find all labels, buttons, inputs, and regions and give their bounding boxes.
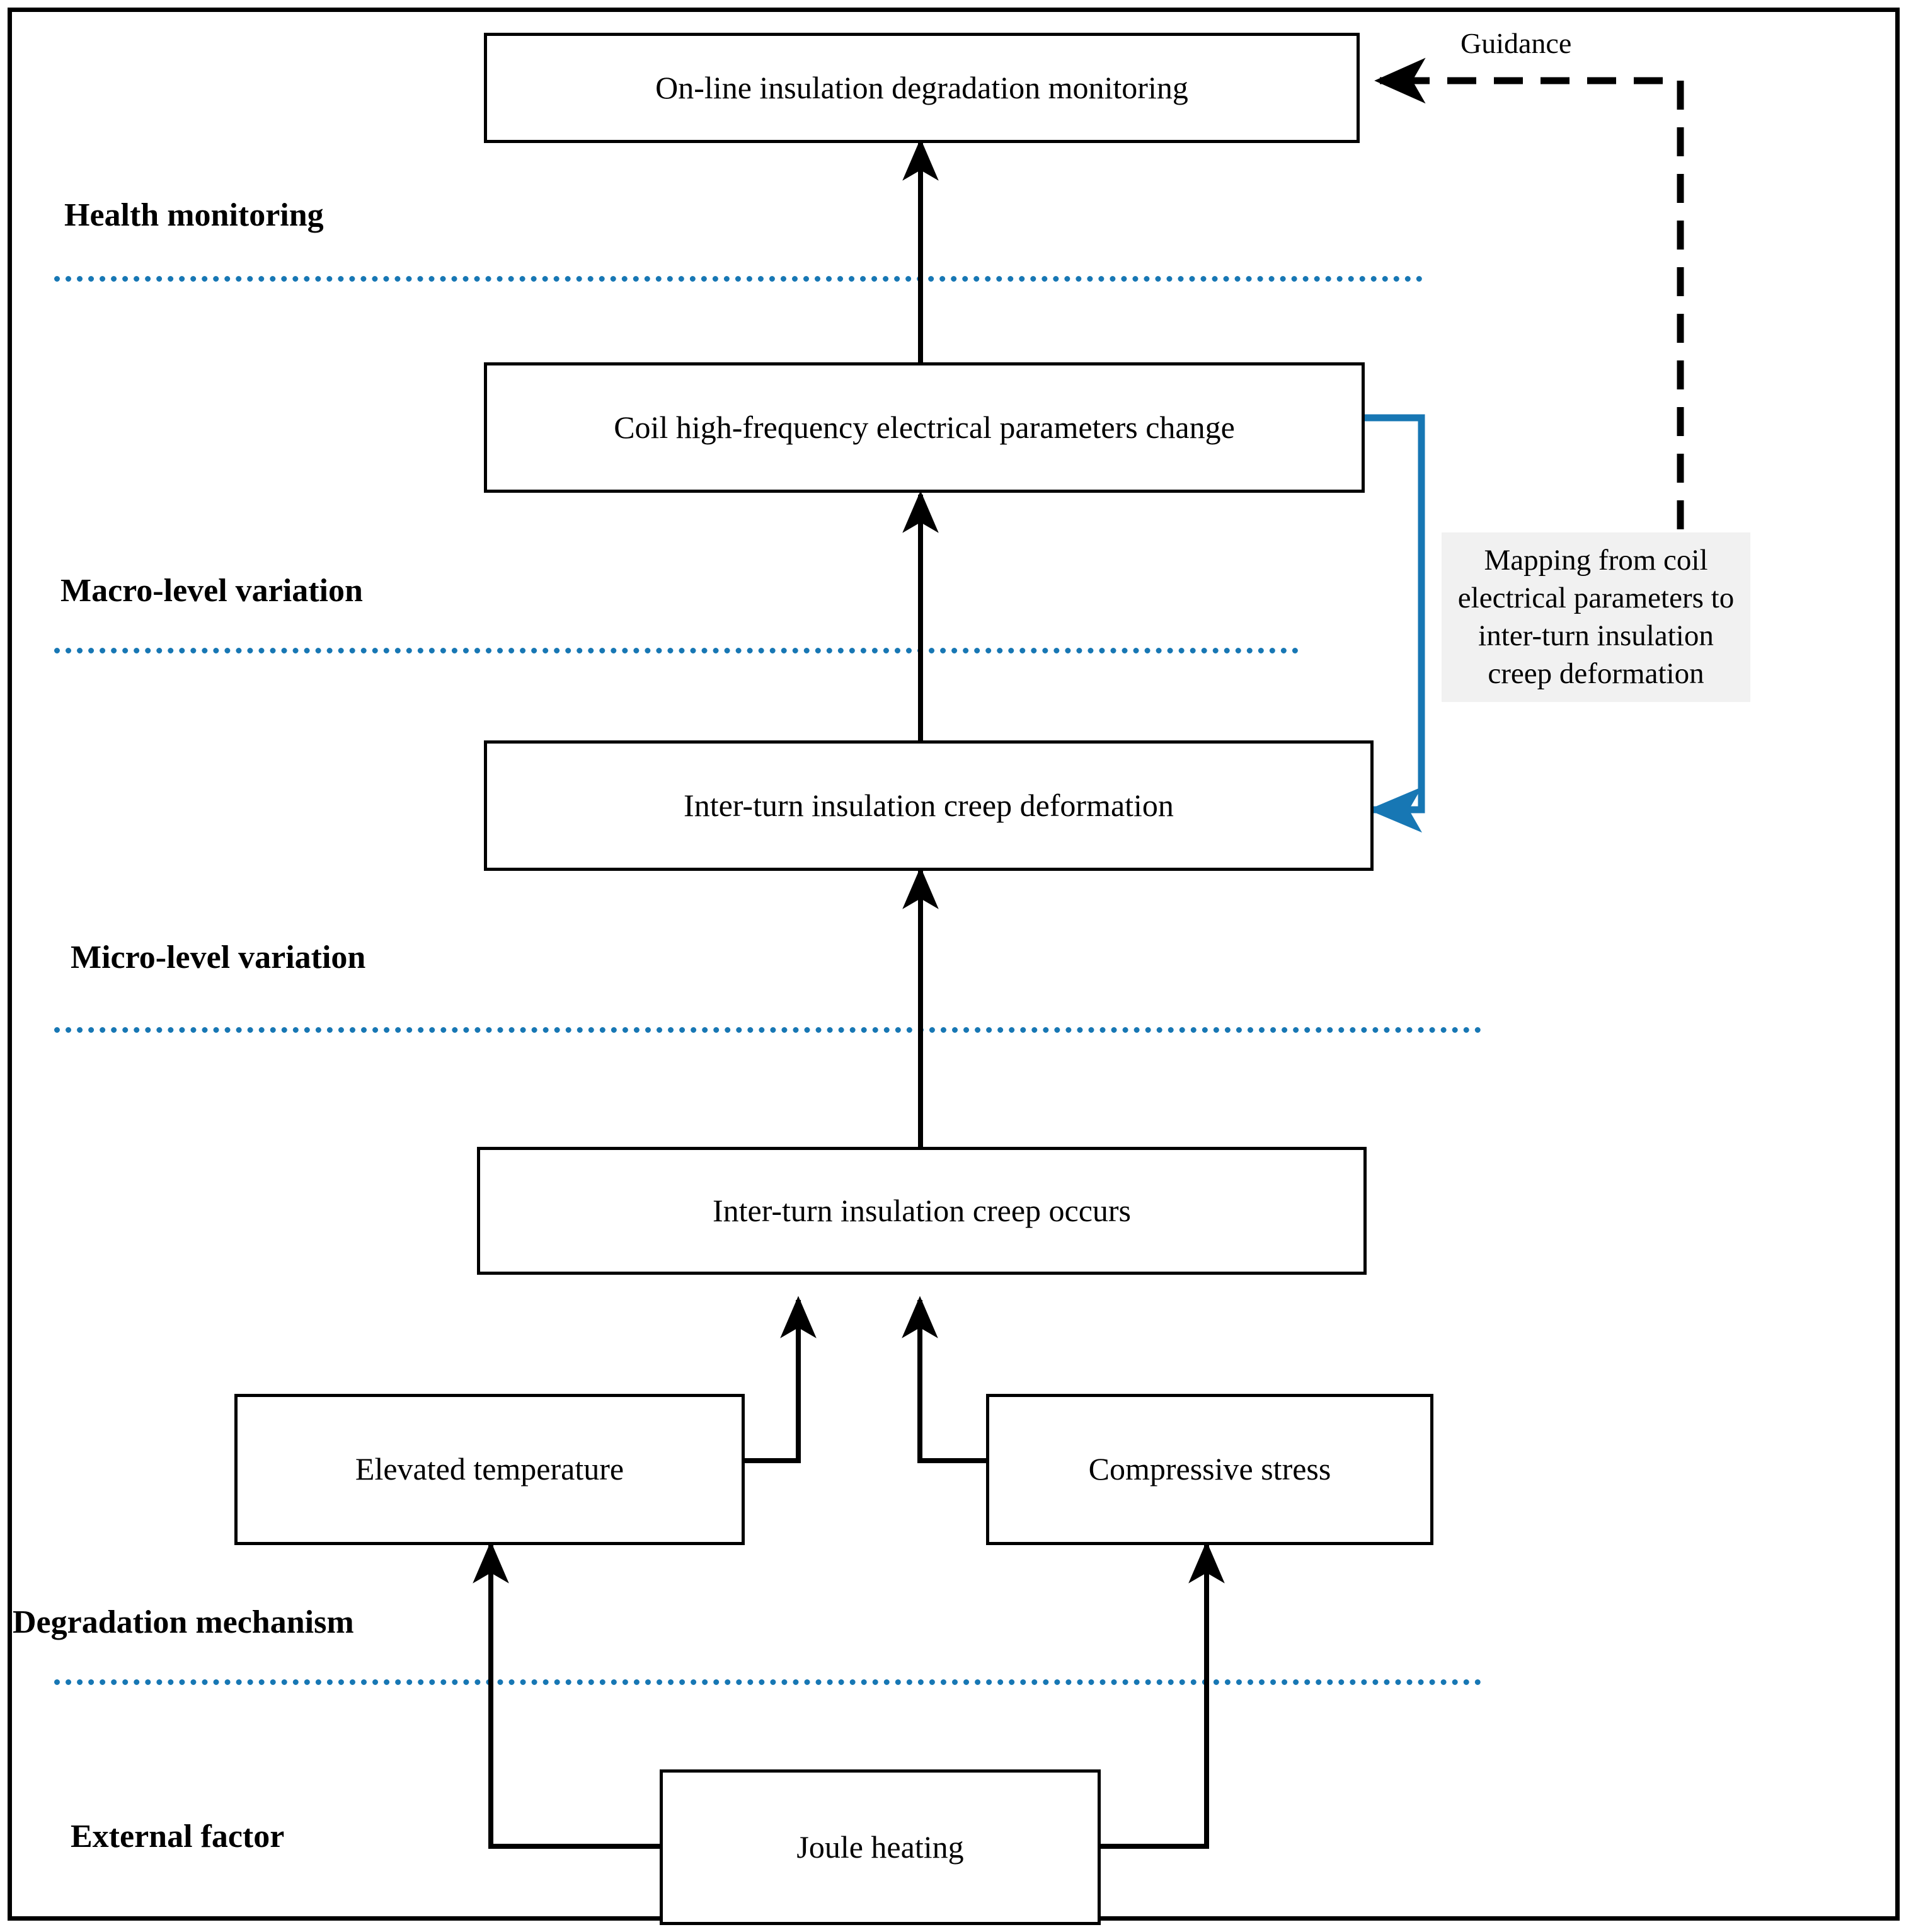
box-label: On-line insulation degradation monitorin… <box>655 69 1188 105</box>
divider-degradation-mechanism <box>54 1679 1481 1685</box>
mapping-note-line-2: electrical parameters to <box>1457 582 1735 615</box>
box-label: Elevated temperature <box>355 1451 624 1487</box>
stage-label-external-factor: External factor <box>71 1819 285 1854</box>
box-label: Coil high-frequency electrical parameter… <box>614 409 1235 445</box>
stage-label-health-monitoring: Health monitoring <box>64 197 324 233</box>
box-inter-turn-insulation-creep-deformation[interactable]: Inter-turn insulation creep deformation <box>484 740 1374 871</box>
guidance-label: Guidance <box>1461 27 1572 59</box>
box-online-insulation-degradation-monitoring[interactable]: On-line insulation degradation monitorin… <box>484 33 1360 143</box>
box-compressive-stress[interactable]: Compressive stress <box>986 1394 1433 1545</box>
box-coil-high-frequency-electrical-parameters-change[interactable]: Coil high-frequency electrical parameter… <box>484 362 1365 493</box>
divider-macro-level <box>54 648 1299 653</box>
stage-label-micro-level-variation: Micro-level variation <box>71 940 366 975</box>
box-label: Compressive stress <box>1088 1451 1331 1487</box>
box-label: Joule heating <box>796 1829 964 1865</box>
divider-health-monitoring <box>54 276 1423 282</box>
box-label: Inter-turn insulation creep occurs <box>712 1192 1131 1228</box>
mapping-note-line-4: creep deformation <box>1488 657 1704 691</box>
box-elevated-temperature[interactable]: Elevated temperature <box>234 1394 745 1545</box>
mapping-note-line-3: inter-turn insulation <box>1478 619 1714 653</box>
mapping-note-line-1: Mapping from coil <box>1484 544 1708 577</box>
box-joule-heating[interactable]: Joule heating <box>660 1769 1101 1925</box>
stage-label-macro-level-variation: Macro-level variation <box>60 573 363 609</box>
divider-micro-level <box>54 1027 1481 1033</box>
mapping-note-panel: Mapping from coil electrical parameters … <box>1442 532 1750 702</box>
box-inter-turn-insulation-creep-occurs[interactable]: Inter-turn insulation creep occurs <box>477 1147 1367 1275</box>
stage-label-degradation-mechanism: Degradation mechanism <box>13 1604 354 1640</box>
box-label: Inter-turn insulation creep deformation <box>684 787 1174 823</box>
